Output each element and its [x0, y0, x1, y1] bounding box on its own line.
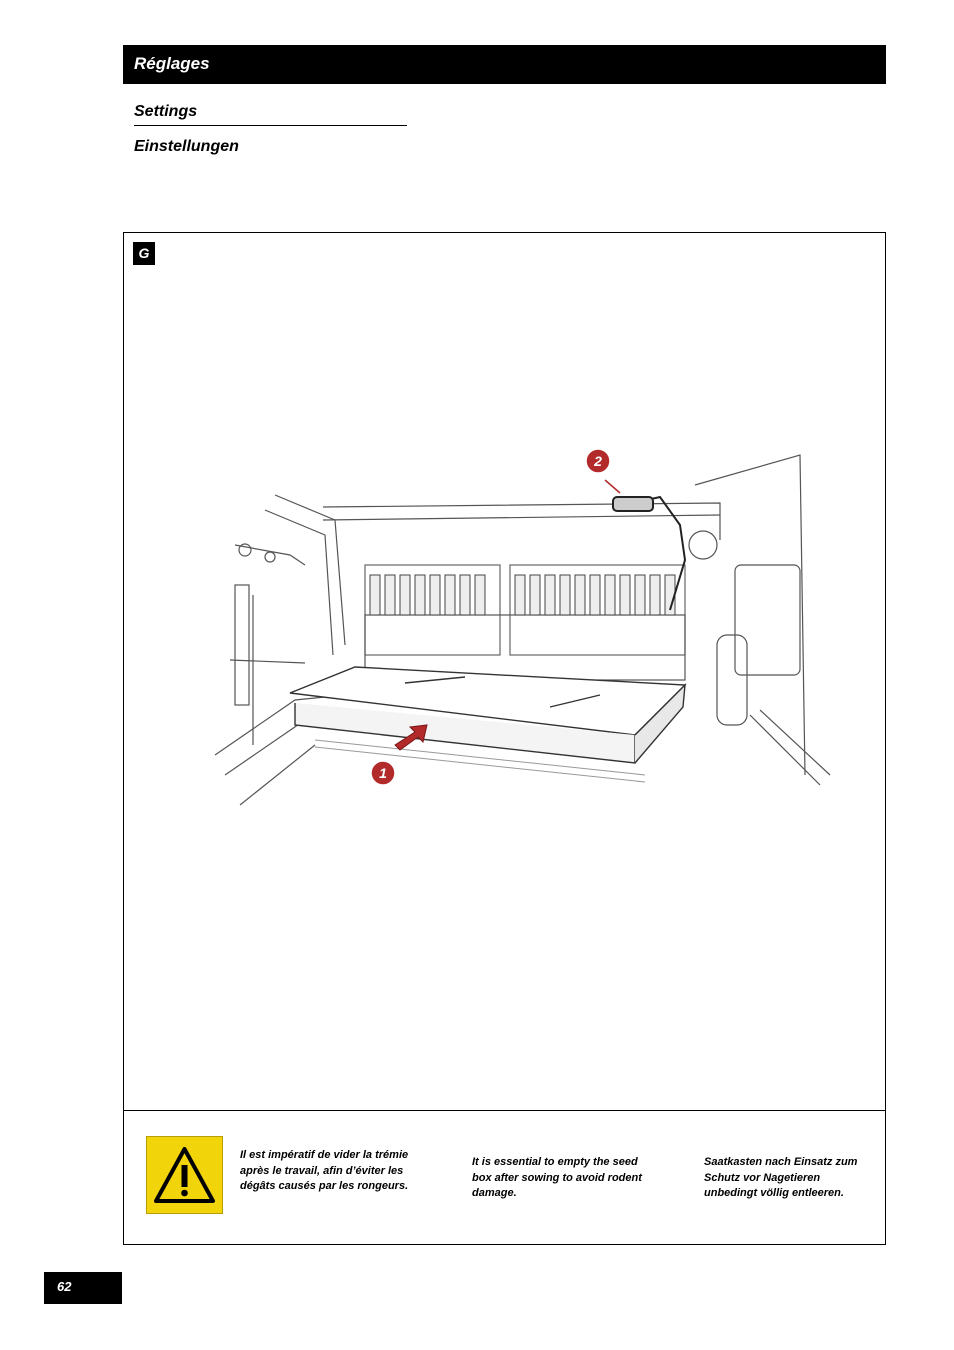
warning-triangle-icon — [154, 1147, 215, 1203]
callout-1: 1 — [370, 760, 396, 786]
subtitle-german: Einstellungen — [134, 138, 239, 155]
page-number-box: 62 — [44, 1272, 122, 1304]
warning-sign — [146, 1136, 223, 1214]
figure-frame — [123, 232, 886, 1245]
page-number: 62 — [57, 1279, 72, 1294]
subtitle-underline — [134, 125, 407, 126]
seed-drill-illustration: 1 2 — [214, 448, 831, 806]
svg-text:2: 2 — [593, 453, 602, 469]
notice-divider — [123, 1110, 886, 1111]
subtitle-english: Settings — [134, 103, 198, 120]
section-title: Réglages — [134, 54, 210, 73]
svg-text:1: 1 — [379, 765, 387, 781]
section-header-bar: Réglages — [123, 45, 886, 84]
notice-text-french: Il est impératif de vider la trémie aprè… — [240, 1149, 409, 1192]
callout-2: 2 — [585, 448, 611, 474]
notice-text-german: Saatkasten nach Einsatz zum Schutz vor N… — [704, 1156, 858, 1199]
notice-text-english: It is essential to empty the seed box af… — [472, 1156, 642, 1199]
figure-label: G — [133, 242, 155, 265]
